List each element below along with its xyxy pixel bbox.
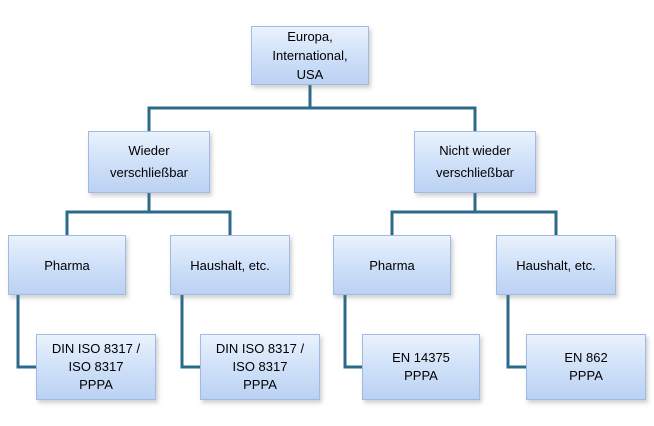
- root-node: Europa, International, USA: [251, 26, 369, 85]
- category-node-pharma: Pharma: [333, 235, 451, 295]
- connector-leaf-3: [343, 293, 364, 369]
- standard-node: EN 14375 PPPA: [362, 334, 480, 400]
- standard-node-label: DIN ISO 8317 / ISO 8317 PPPA: [215, 341, 305, 392]
- branch-node-label: Nicht wieder verschließbar: [435, 143, 515, 180]
- standard-node: DIN ISO 8317 / ISO 8317 PPPA: [200, 334, 320, 400]
- connector-leaf-4: [506, 293, 528, 369]
- category-node-pharma: Pharma: [8, 235, 126, 295]
- branch-node-reclosable: Wieder verschließbar: [88, 131, 210, 193]
- standard-node: DIN ISO 8317 / ISO 8317 PPPA: [36, 334, 156, 400]
- branch-node-non-reclosable: Nicht wieder verschließbar: [414, 131, 536, 193]
- connector-leaf-1: [16, 293, 38, 369]
- category-node-label: Haushalt, etc.: [190, 257, 270, 273]
- category-node-household: Haushalt, etc.: [496, 235, 616, 295]
- standard-node-label: EN 14375 PPPA: [392, 350, 450, 383]
- connector-leaf-2: [180, 293, 202, 369]
- category-node-label: Pharma: [369, 257, 415, 273]
- root-node-label: Europa, International, USA: [272, 29, 348, 82]
- category-node-household: Haushalt, etc.: [170, 235, 290, 295]
- standard-node-label: DIN ISO 8317 / ISO 8317 PPPA: [51, 341, 141, 392]
- category-node-label: Haushalt, etc.: [516, 257, 596, 273]
- category-node-label: Pharma: [44, 257, 90, 273]
- standard-node-label: EN 862 PPPA: [564, 350, 608, 383]
- branch-node-label: Wieder verschließbar: [109, 143, 189, 180]
- standard-node: EN 862 PPPA: [526, 334, 646, 400]
